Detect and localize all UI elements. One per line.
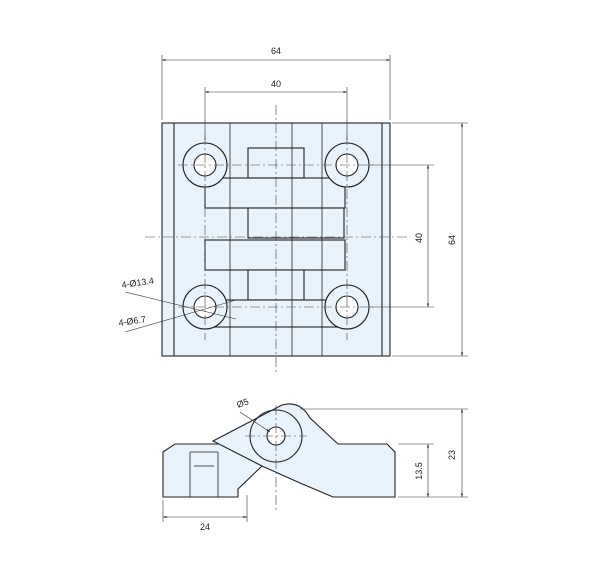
callout-label-counterbore: 4-Ø13.4 bbox=[121, 276, 155, 290]
dim-label-side-23: 23 bbox=[447, 450, 457, 460]
dim-label-right-40: 40 bbox=[414, 233, 424, 243]
dim-label-right-64: 64 bbox=[447, 235, 457, 245]
dim-label-side-13-5: 13.5 bbox=[414, 462, 424, 480]
dim-label-top-40: 40 bbox=[271, 79, 281, 89]
side-view: Ø5 23 13.5 24 bbox=[162, 396, 468, 532]
dim-right-inner: 40 bbox=[370, 164, 434, 308]
right-leaf bbox=[211, 403, 396, 498]
dim-right-outer: 64 bbox=[392, 122, 468, 357]
dim-label-side-24: 24 bbox=[200, 522, 210, 532]
callout-label-pin: Ø5 bbox=[235, 396, 250, 410]
callout-pin: Ø5 bbox=[235, 396, 271, 433]
callout-counterbore: 4-Ø13.4 bbox=[121, 276, 237, 320]
callout-label-through: 4-Ø6.7 bbox=[118, 314, 147, 328]
dim-side-base: 13.5 bbox=[398, 443, 434, 497]
callout-through: 4-Ø6.7 bbox=[118, 299, 237, 333]
knuckle-band-2 bbox=[247, 207, 345, 239]
knuckle-band-1 bbox=[204, 177, 346, 209]
dim-side-total: 23 bbox=[300, 408, 468, 498]
dim-top-inner: 40 bbox=[204, 79, 348, 140]
top-view: 64 40 64 40 4-Ø13.4 bbox=[118, 46, 468, 372]
knuckle-band-3 bbox=[204, 239, 346, 271]
dim-side-bottom: 24 bbox=[162, 495, 248, 532]
dim-top-outer: 64 bbox=[161, 46, 391, 120]
left-leaf-hole-hidden bbox=[189, 451, 219, 497]
dim-label-top-64: 64 bbox=[271, 46, 281, 56]
left-leaf bbox=[162, 443, 263, 498]
